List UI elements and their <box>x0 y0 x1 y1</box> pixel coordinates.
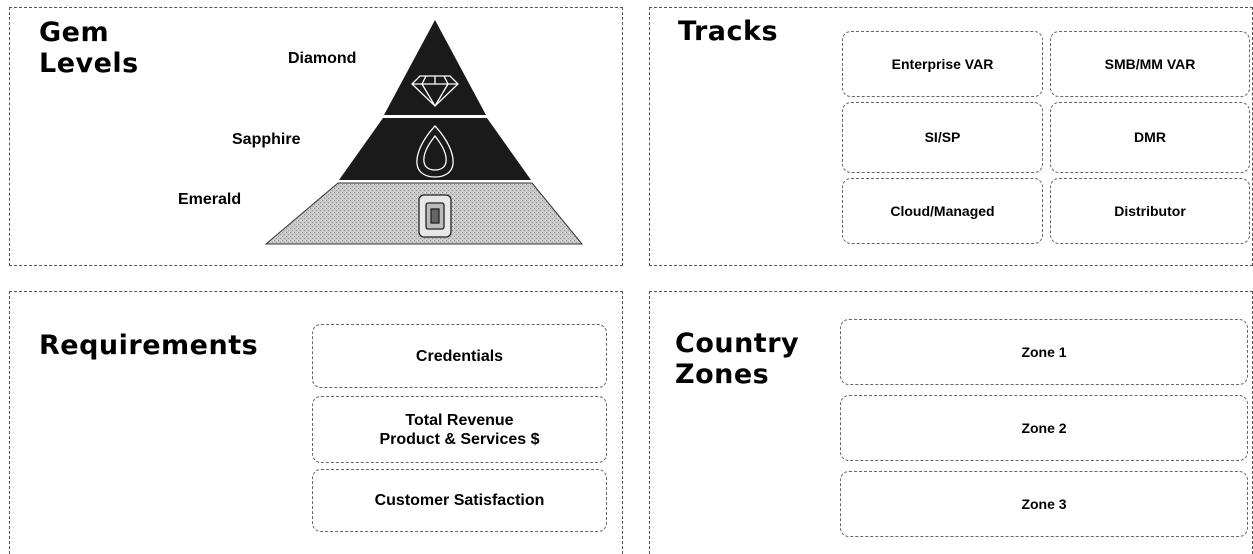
track-smb-mm-var[interactable]: SMB/MM VAR <box>1050 31 1250 97</box>
pyramid-tier-sapphire[interactable] <box>339 118 531 180</box>
gem-levels-title: Gem Levels <box>39 17 139 79</box>
tracks-title: Tracks <box>678 16 779 47</box>
zone-2[interactable]: Zone 2 <box>840 395 1248 461</box>
requirement-total-revenue-line2: Product & Services $ <box>379 430 540 448</box>
requirement-total-revenue-line1: Total Revenue <box>405 411 514 429</box>
track-enterprise-var[interactable]: Enterprise VAR <box>842 31 1043 97</box>
zone-3[interactable]: Zone 3 <box>840 471 1248 537</box>
track-distributor[interactable]: Distributor <box>1050 178 1250 244</box>
zone-1[interactable]: Zone 1 <box>840 319 1248 385</box>
track-si-sp[interactable]: SI/SP <box>842 102 1043 173</box>
country-zones-title: Country Zones <box>675 328 799 390</box>
requirement-total-revenue[interactable]: Total Revenue Product & Services $ <box>312 396 607 463</box>
country-zones-title-line1: Country <box>675 328 800 359</box>
gem-levels-panel: Gem Levels <box>9 7 623 266</box>
pear-gem-icon <box>416 125 454 178</box>
country-zones-title-line2: Zones <box>675 359 770 390</box>
requirements-title: Requirements <box>39 330 259 361</box>
requirement-customer-satisfaction-line1: Customer Satisfaction <box>374 492 545 509</box>
tracks-panel: Tracks Enterprise VAR SMB/MM VAR SI/SP D… <box>649 7 1253 266</box>
requirements-panel: Requirements Credentials Total Revenue P… <box>9 291 623 554</box>
gem-levels-title-line2: Levels <box>39 48 139 79</box>
level-label-emerald: Emerald <box>178 191 242 208</box>
level-label-diamond: Diamond <box>288 50 357 67</box>
emerald-cut-gem-icon <box>418 194 452 238</box>
requirement-credentials-line1: Credentials <box>415 347 504 365</box>
requirement-customer-satisfaction[interactable]: Customer Satisfaction <box>312 469 607 532</box>
level-label-sapphire: Sapphire <box>232 131 301 148</box>
diamond-icon <box>411 75 459 107</box>
track-cloud-managed[interactable]: Cloud/Managed <box>842 178 1043 244</box>
country-zones-panel: Country Zones Zone 1 Zone 2 Zone 3 <box>649 291 1253 554</box>
gem-pyramid <box>264 20 584 245</box>
requirement-credentials[interactable]: Credentials <box>312 324 607 388</box>
pyramid-tier-diamond[interactable] <box>384 20 486 115</box>
gem-levels-title-line1: Gem <box>39 17 110 48</box>
track-dmr[interactable]: DMR <box>1050 102 1250 173</box>
